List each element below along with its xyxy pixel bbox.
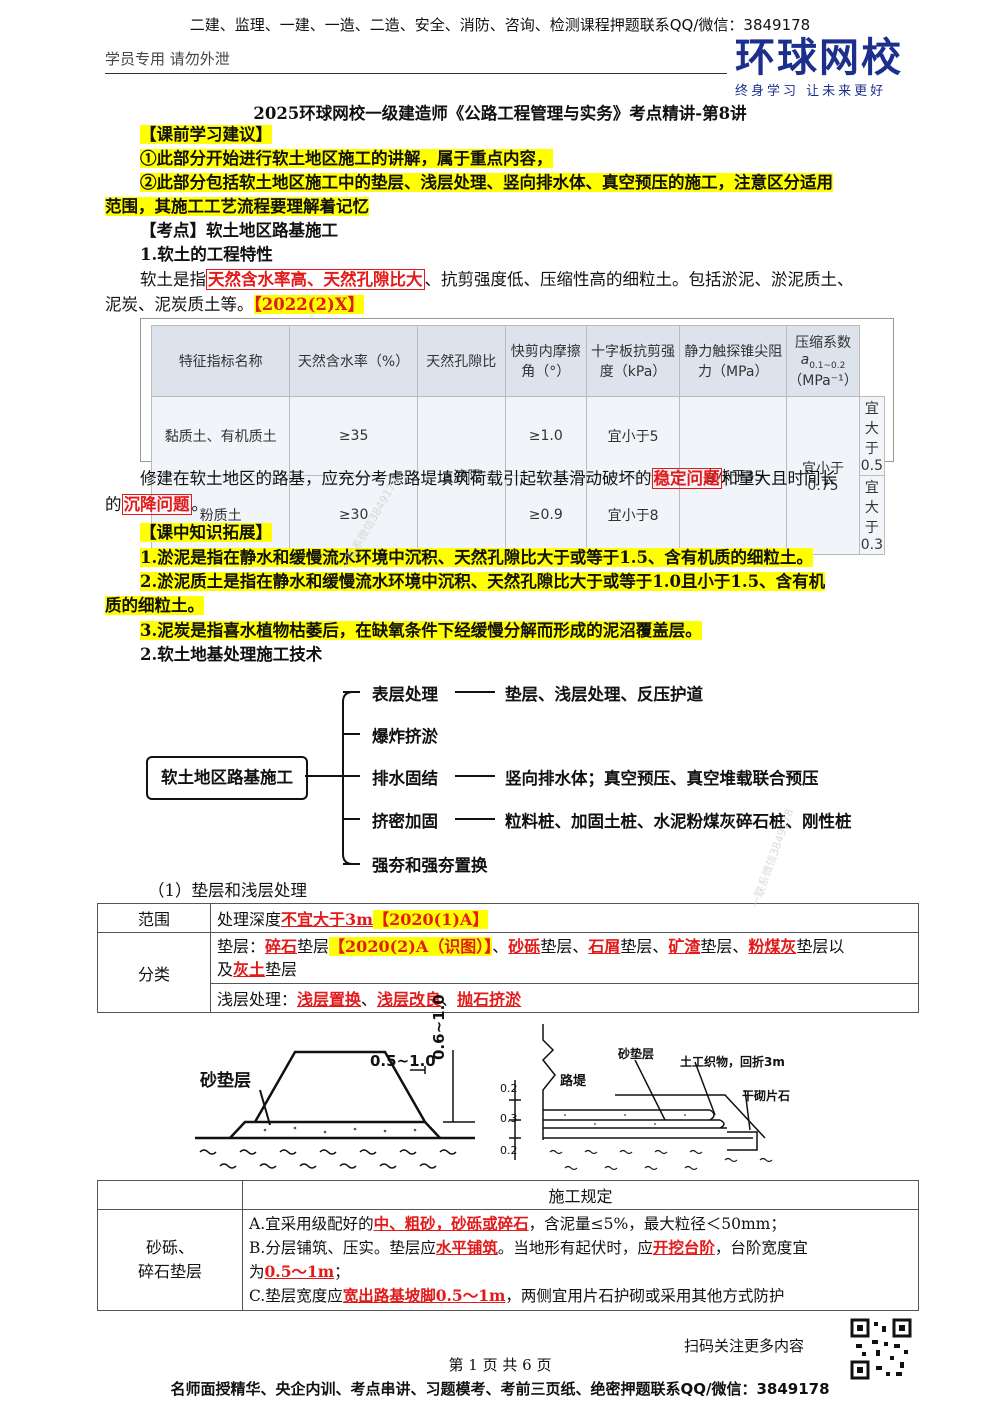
expand-heading: 【课中知识拓展】: [140, 523, 272, 542]
header-note: 学员专用 请勿外泄: [105, 50, 230, 68]
table-cell: A.宜采用级配好的中、粗砂，砂砾或碎石，含泥量≤5%，最大粒径＜50mm； B.…: [242, 1209, 919, 1311]
table-cell: ≥1.0: [504, 396, 587, 476]
table-cell: 宜大于0.5: [858, 396, 886, 476]
mindmap-lines: [305, 691, 495, 865]
page-number: 第 1 页 共 6 页: [448, 1356, 552, 1374]
expand-l2a: 2.淤泥质土是指在静水和缓慢流水环境中沉积、天然孔隙比大于或等于1.0且小于1.…: [140, 572, 826, 591]
figure2-dim: 0.2: [500, 1144, 518, 1157]
col-header-compress: 压缩系数 a0.1~0.2 （MPa⁻¹）: [786, 325, 860, 397]
construction-rules-table: 施工规定 砂砾、碎石垫层 A.宜采用级配好的中、粗砂，砂砾或碎石，含泥量≤5%，…: [97, 1180, 919, 1311]
logo-text: 环球网校: [735, 35, 903, 81]
mindmap-detail: 粒料桩、加固土桩、水泥粉煤灰碎石桩、刚性桩: [505, 812, 852, 831]
doc-title: 2025环球网校一级建造师《公路工程管理与实务》考点精讲-第8讲: [253, 104, 747, 123]
table-cell: 宜小于8: [585, 475, 681, 555]
expand-l2b: 质的细粒土。: [105, 596, 204, 615]
qr-caption: 扫码关注更多内容: [684, 1337, 805, 1355]
para-2b: 的沉降问题。: [105, 494, 208, 515]
key-definition: 天然含水率高、天然孔隙比大: [206, 269, 425, 290]
figure2-dim: 0.2: [500, 1082, 518, 1095]
col-header: 快剪内摩擦角（°）: [504, 325, 587, 397]
soil-property-table: 特征指标名称 天然含水率（%） 天然孔隙比 快剪内摩擦角（°） 十字板抗剪强度（…: [140, 318, 894, 555]
table-cell: 黏质土、有机质土: [150, 396, 291, 476]
pre-study-item1: ①此部分开始进行软土地区施工的讲解，属于重点内容，: [140, 149, 553, 168]
col-header: 静力触探锥尖阻力（MPa）: [679, 325, 788, 397]
figure2-dim: 0.3: [500, 1112, 518, 1125]
qr-code-icon: [850, 1318, 912, 1380]
table-cell: 垫层：碎石垫层【2020(2)A（识图）】、砂砾垫层、石屑垫层、矿渣垫层、粉煤灰…: [210, 932, 919, 984]
sub-heading-2: 2.软土地基处理施工技术: [140, 645, 323, 664]
figure1-label: 砂垫层: [200, 1071, 251, 1091]
sub-heading-1: 1.软土的工程特性: [140, 245, 273, 264]
table-cell: 处理深度不宜大于3m【2020(1)A】: [210, 903, 919, 933]
row-label: 砂砾、碎石垫层: [97, 1209, 243, 1311]
expand-l1: 1.淤泥是指在静水和缓慢流水环境中沉积、天然孔隙比大于或等于1.5、含有机质的细…: [140, 548, 813, 567]
col-header: 天然孔隙比: [416, 325, 506, 397]
cushion-table: 范围 处理深度不宜大于3m【2020(1)A】 分类 垫层：碎石垫层【2020(…: [97, 903, 919, 1013]
mindmap-root: 软土地区路基施工: [146, 756, 308, 800]
footer-promo: 名师面授精华、央企内训、考点串讲、习题模考、考前三页纸、绝密押题联系QQ/微信：…: [170, 1380, 830, 1398]
figure2-label: 干砌片石: [742, 1089, 791, 1103]
expand-l3: 3.泥炭是指喜水植物枯萎后，在缺氧条件下经缓慢分解而形成的泥沼覆盖层。: [140, 621, 702, 640]
pre-study-heading: 【课前学习建议】: [140, 125, 272, 144]
sub-heading-3: （1）垫层和浅层处理: [148, 881, 307, 900]
col-header: 天然含水率（%）: [289, 325, 418, 397]
figure1-dim-width: 0.5~1.0: [370, 1052, 436, 1070]
table-cell: [97, 1180, 243, 1210]
mindmap-branch: 表层处理: [372, 685, 438, 704]
promo-top: 二建、监理、一建、一造、二造、安全、消防、咨询、检测课程押题联系QQ/微信：38…: [189, 16, 811, 34]
table-cell: ≥液限: [416, 396, 506, 555]
pre-study-item2b: 范围，其施工工艺流程要理解着记忆: [105, 197, 369, 216]
table-cell: ≥30: [289, 475, 418, 555]
table-cell: ≥35: [289, 396, 418, 476]
mindmap-branch: 挤密加固: [372, 812, 438, 831]
figure2-label: 土工织物，回折3m: [680, 1055, 785, 1069]
logo-slogan: 终身学习 让未来更好: [735, 84, 887, 99]
para-2: 修建在软土地区的路基，应充分考虑路堤填筑荷载引起软基滑动破坏的稳定问题和量大且时…: [140, 468, 837, 489]
table-cell: 宜小于5: [585, 396, 681, 476]
para-1: 软土是指天然含水率高、天然孔隙比大、抗剪强度低、压缩性高的细粒土。包括淤泥、淤泥…: [140, 269, 854, 290]
figure-geotextile-cushion: [509, 1024, 773, 1171]
table-cell: 宜大于0.3: [858, 475, 886, 555]
figure1-dim-height: 0.6~1.0: [430, 994, 448, 1060]
para-1b: 泥炭、泥炭质土等。【2022(2)X】: [105, 295, 365, 314]
logo: 环球网校 终身学习 让未来更好: [735, 36, 915, 99]
exam-tag: 【2022(2)X】: [253, 295, 365, 314]
mindmap-detail: 垫层、浅层处理、反压护道: [505, 685, 703, 704]
figure-sand-cushion: [195, 1050, 475, 1169]
mindmap-detail: 竖向排水体；真空预压、真空堆载联合预压: [505, 769, 819, 788]
point-heading: 【考点】软土地区路基施工: [140, 221, 338, 240]
pre-study-item2a: ②此部分包括软土地区施工中的垫层、浅层处理、竖向排水体、真空预压的施工，注意区分…: [140, 173, 833, 192]
mindmap-branch: 爆炸挤淤: [372, 727, 438, 746]
header-rule: [105, 73, 727, 74]
figure2-label: 砂垫层: [618, 1047, 655, 1061]
col-header: 施工规定: [242, 1180, 919, 1210]
figure2-label: 路堤: [560, 1074, 587, 1089]
mindmap-branch: 排水固结: [372, 769, 438, 788]
row-label: 范围: [97, 903, 211, 933]
table-cell: 浅层处理：浅层置换、浅层改良、抛石挤淤: [210, 983, 919, 1013]
col-header: 十字板抗剪强度（kPa）: [585, 325, 681, 397]
col-header: 特征指标名称: [150, 325, 291, 397]
mindmap-branch: 强夯和强夯置换: [372, 856, 488, 875]
row-label: 分类: [97, 932, 211, 1013]
table-cell: 宜小于0.75: [786, 396, 860, 555]
